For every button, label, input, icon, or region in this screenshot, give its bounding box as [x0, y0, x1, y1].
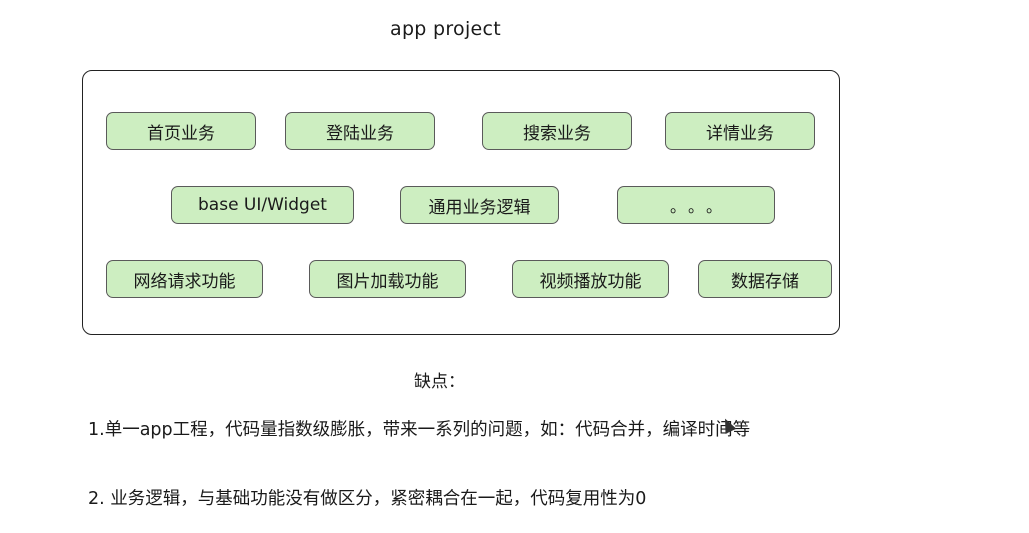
video-playback-box: 视频播放功能	[512, 260, 669, 298]
network-request-box: 网络请求功能	[106, 260, 263, 298]
disadvantage-point-1: 1.单一app工程，代码量指数级膨胀，带来一系列的问题，如：代码合并，编译时间等	[88, 420, 751, 440]
diagram-title: app project	[390, 18, 502, 40]
image-loading-box: 图片加载功能	[309, 260, 466, 298]
more-modules-box: 。。。	[617, 186, 775, 224]
detail-business-box: 详情业务	[665, 112, 815, 150]
data-storage-box: 数据存储	[698, 260, 832, 298]
search-business-box: 搜索业务	[482, 112, 632, 150]
login-business-box: 登陆业务	[285, 112, 435, 150]
app-project-frame	[82, 70, 840, 335]
common-business-logic-box: 通用业务逻辑	[400, 186, 559, 224]
disadvantages-label: 缺点：	[414, 372, 465, 392]
base-ui-widget-box: base UI/Widget	[171, 186, 354, 224]
disadvantage-point-2: 2. 业务逻辑，与基础功能没有做区分，紧密耦合在一起，代码复用性为0	[88, 489, 647, 509]
home-business-box: 首页业务	[106, 112, 256, 150]
